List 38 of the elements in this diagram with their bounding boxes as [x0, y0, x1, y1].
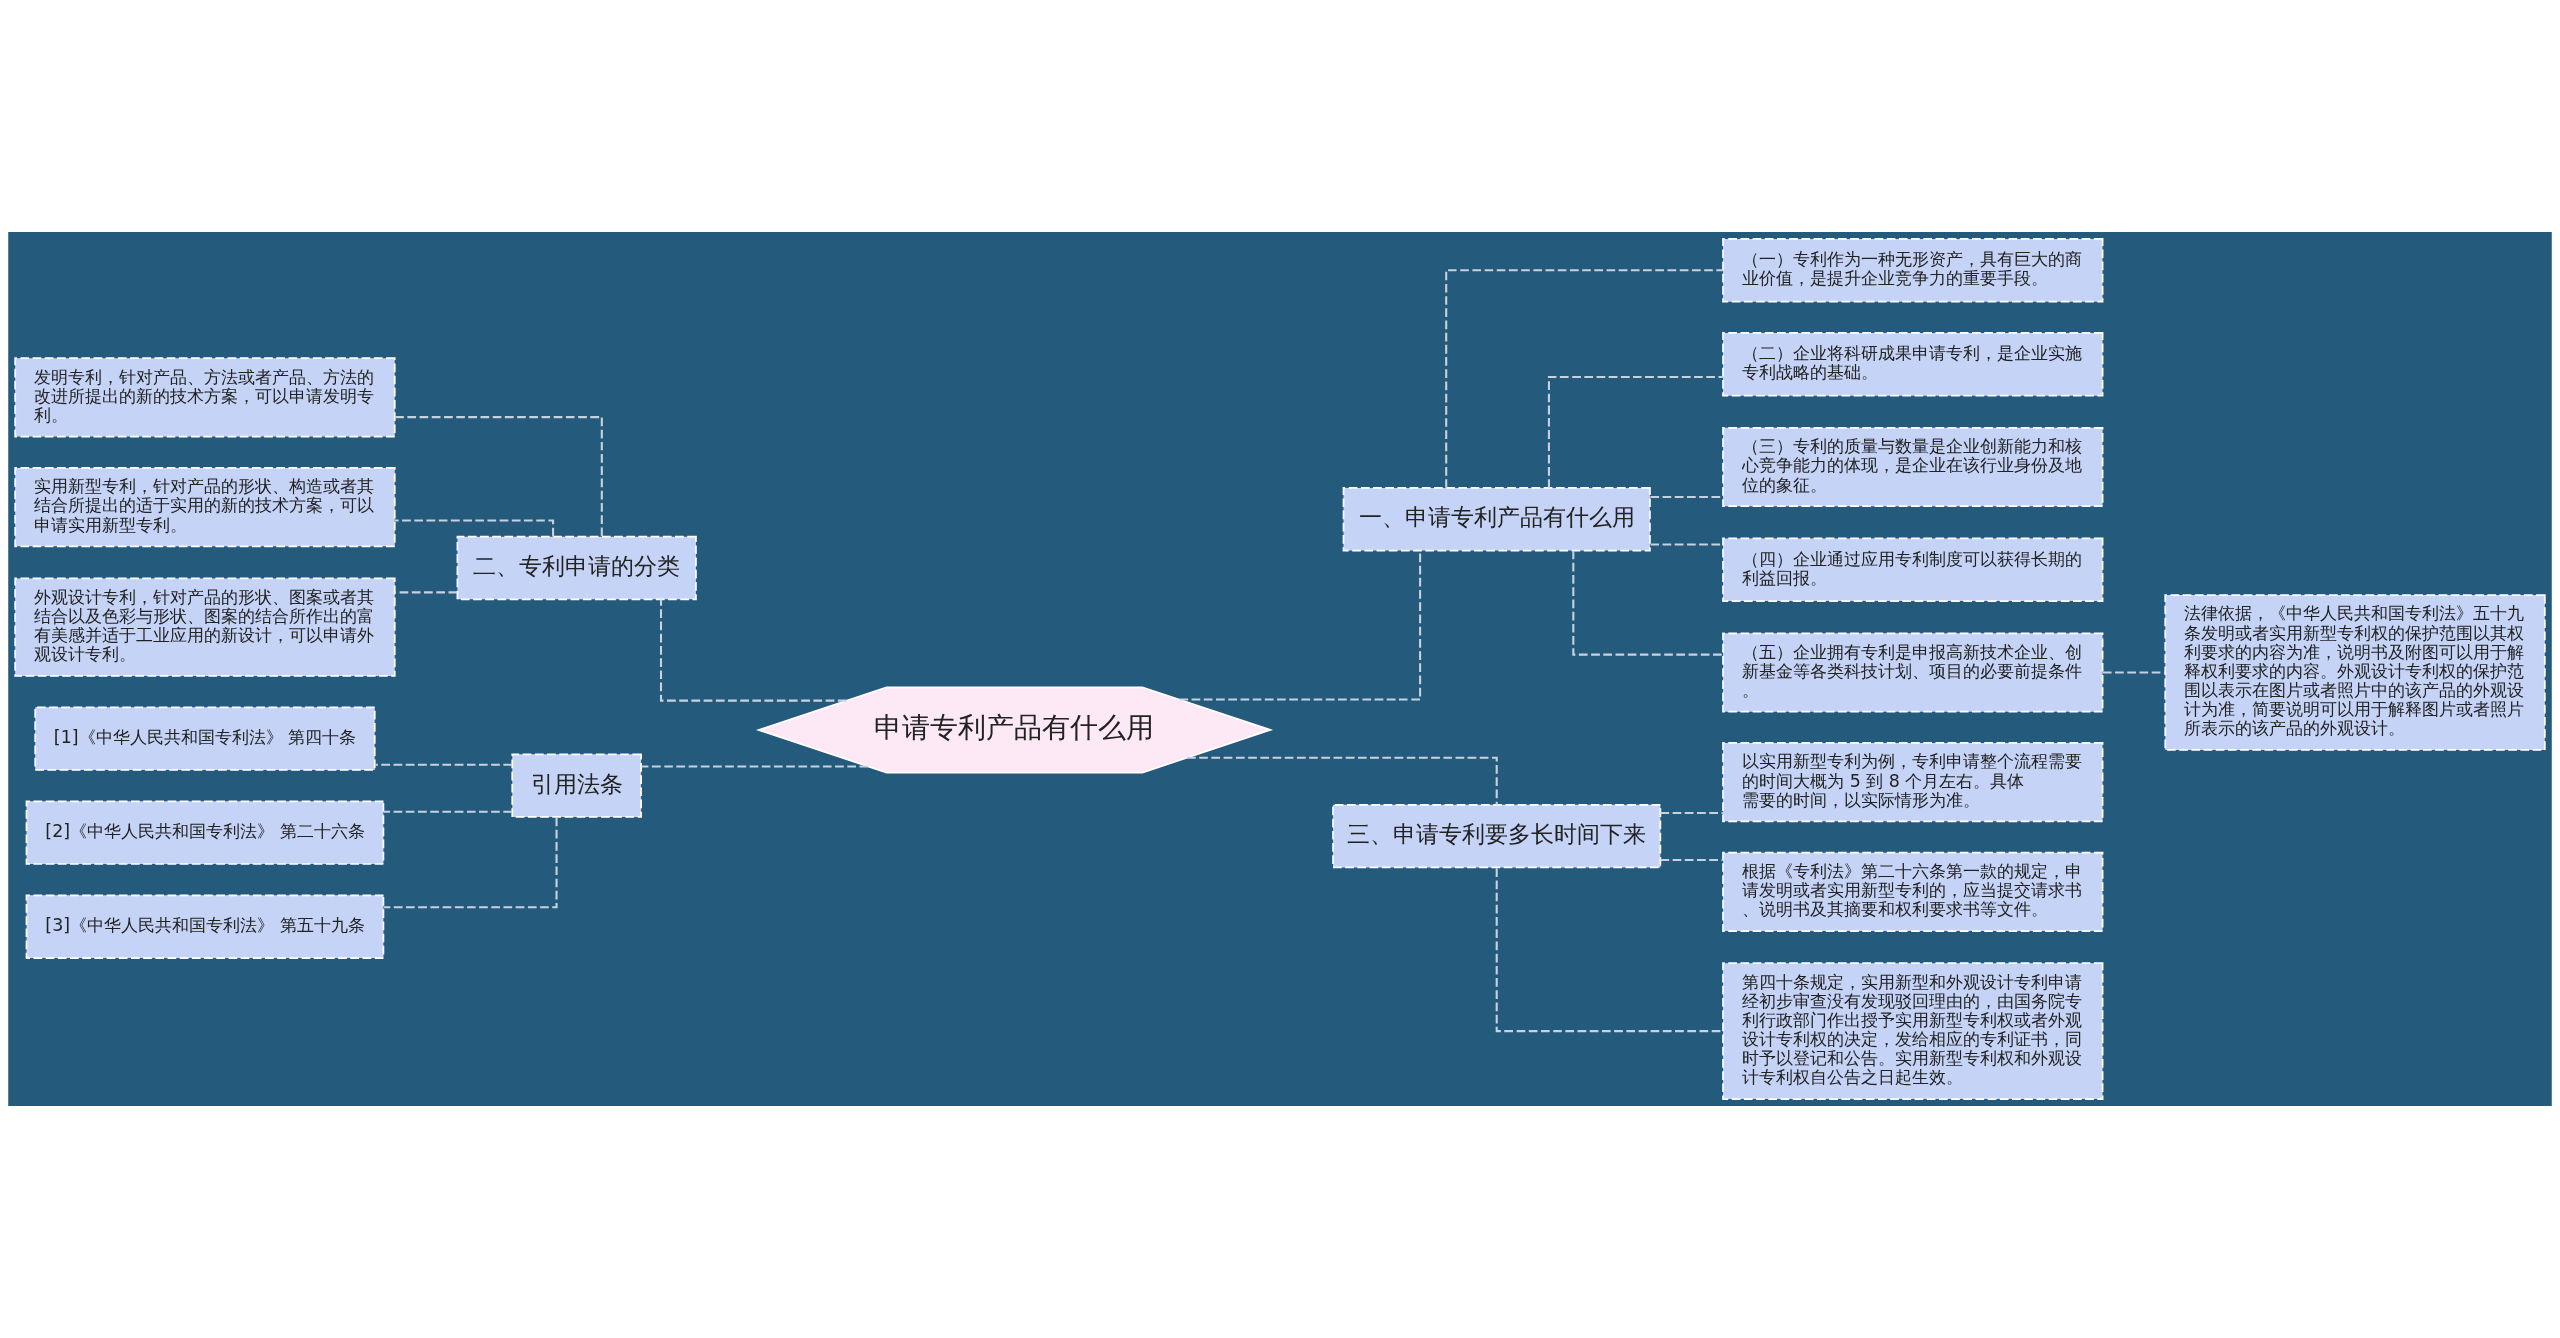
connector [383, 810, 512, 813]
connector [1547, 375, 1723, 488]
connector [1179, 550, 1422, 701]
node-box: 三、申请专利要多长时间下来 [1332, 803, 1662, 869]
connector [383, 817, 558, 909]
node-box: （四）企业通过应用专利制度可以获得长期的利益回报。 [1722, 537, 2104, 602]
connector [1187, 756, 1498, 805]
connector [659, 599, 847, 702]
node-box: 引用法条 [511, 753, 642, 818]
connector [1572, 550, 1723, 656]
connector [395, 416, 603, 536]
node-box: 根据《专利法》第二十六条第一款的规定，申请发明或者实用新型专利的，应当提交请求书、说明书及其摘要和权利要求书等文件。 [1722, 851, 2104, 932]
node-box: [2]《中华人民共和国专利法》 第二十六条 [25, 800, 385, 865]
node-box: 发明专利，针对产品、方法或者产品、方法的改进所提出的新的技术方案，可以申请发明专利。 [14, 357, 396, 438]
connector [394, 519, 555, 537]
connector [1650, 543, 1723, 546]
connector [1660, 859, 1723, 862]
connector [1495, 868, 1723, 1033]
node-box: 外观设计专利，针对产品的形状、图案或者其结合以及色彩与形状、图案的结合所作出的富有美感并适于工业应用的新设计，可以申请外观设计专利。 [14, 577, 396, 677]
node-box: 实用新型专利，针对产品的形状、构造或者其结合所提出的适于实用的新的技术方案，可以申请实用新型专利。 [14, 467, 396, 548]
connector [641, 765, 869, 768]
node-box: 二、专利申请的分类 [456, 535, 697, 601]
node-box: （五）企业拥有专利是申报高新技术企业、创新基金等各类科技计划、项目的必要前提条件。 [1722, 632, 2104, 713]
node-box: 一、申请专利产品有什么用 [1342, 487, 1651, 552]
node-box: [3]《中华人民共和国专利法》 第五十九条 [25, 894, 385, 959]
connector [2102, 671, 2166, 674]
node-box: （一）专利作为一种无形资产，具有巨大的商业价值，是提升企业竞争力的重要手段。 [1722, 238, 2104, 303]
connector [1660, 812, 1723, 815]
node-box: 以实用新型专利为例，专利申请整个流程需要的时间大概为 5 到 8 个月左右。具体需要的时间，以实际情形为准。 [1722, 742, 2104, 823]
node-box: （二）企业将科研成果申请专利，是企业实施专利战略的基础。 [1722, 332, 2104, 397]
connector [1445, 269, 1723, 488]
connector [375, 763, 512, 766]
connector [394, 591, 457, 594]
node-box: 第四十条规定，实用新型和外观设计专利申请经初步审查没有发现驳回理由的，由国务院专利行政部门作出授予实用新型专利权或者外观设计专利权的决定，发给相应的专利证书，同时予以登记和公告。实用新型专利权和外观设计专利权自公告之日起生效。 [1722, 962, 2104, 1100]
connector [1650, 496, 1723, 499]
node-box: （三）专利的质量与数量是企业创新能力和核心竞争能力的体现，是企业在该行业身份及地位的象征。 [1722, 427, 2104, 508]
node-box: 法律依据，《中华人民共和国专利法》五十九条发明或者实用新型专利权的保护范围以其权利要求的内容为准，说明书及附图可以用于解释权利要求的内容。外观设计专利权的保护范围以表示在图片或者照片中的该产品的外观设计为准，简要说明可以用于解释图片或者照片所表示的该产品的外观设计。 [2164, 594, 2546, 751]
node-box: [1]《中华人民共和国专利法》 第四十条 [34, 706, 376, 771]
